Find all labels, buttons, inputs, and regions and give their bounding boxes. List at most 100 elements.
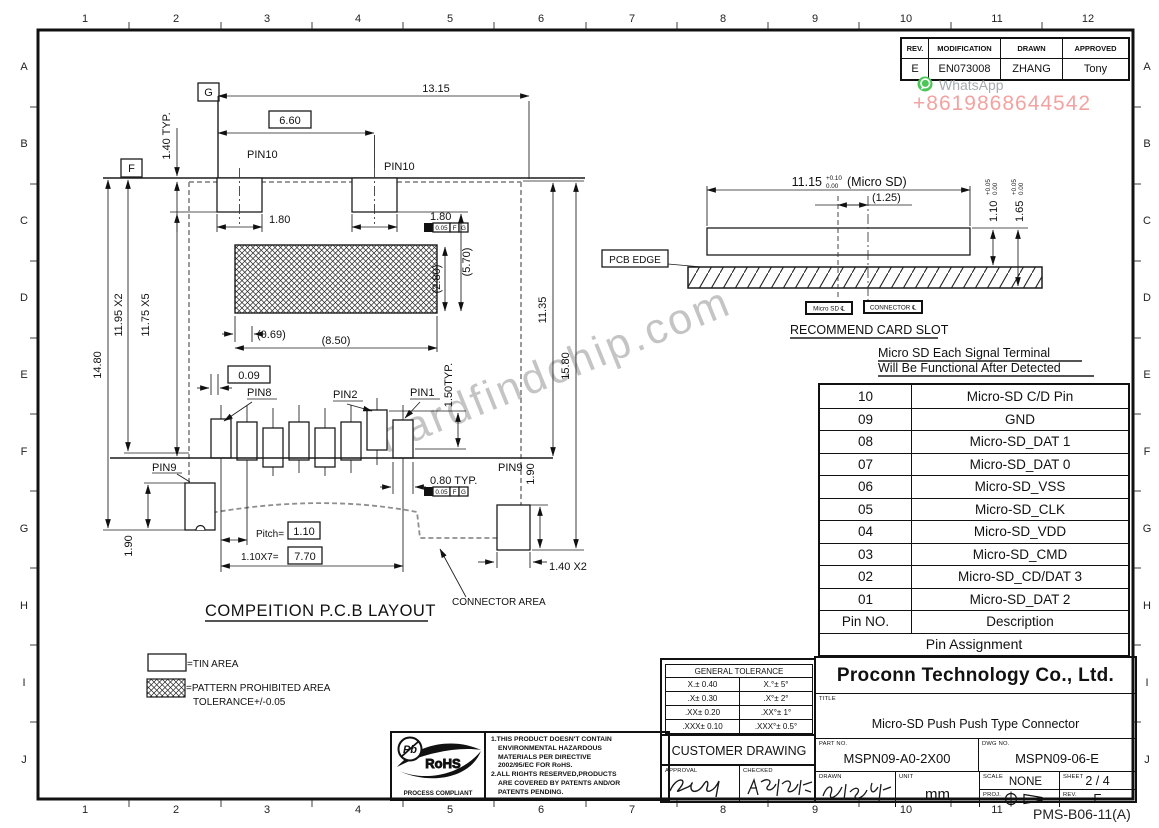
pin2-label: PIN2: [333, 389, 357, 401]
unit-label: UNIT: [899, 774, 914, 780]
col-label: 11: [991, 804, 1003, 816]
dim-1-10-group: 1.10 +0.05 0.00: [985, 179, 1000, 222]
row-label: B: [20, 138, 28, 150]
part-number-row: PART NO. MSPN09-A0-2X00 DWG NO. MSPN09-0…: [816, 739, 1135, 772]
note-line: 1.THIS PRODUCT DOESN'T CONTAIN: [491, 736, 612, 743]
drawn-label: DRAWN: [819, 774, 842, 780]
datum-g-label: G: [204, 87, 213, 99]
pin-desc: Micro-SD_CMD: [911, 543, 1128, 565]
dwg-no-cell: DWG NO. MSPN09-06-E: [978, 739, 1135, 771]
pin-no: 04: [857, 524, 874, 540]
pin9-left-label: PIN9: [152, 462, 176, 474]
table-row: 09 GND: [820, 407, 1128, 430]
legend-pattern-label: =PATTERN PROHIBITED AREA: [186, 683, 331, 694]
signal-note-line2: Will Be Functional After Detected: [878, 361, 1061, 375]
tol-cell: .XX°± 1°: [739, 706, 812, 719]
dim-2-80: (2.80): [431, 265, 443, 294]
sheet-label: SHEET: [1063, 774, 1084, 780]
approval-row: APPROVAL CHECKED: [662, 764, 816, 801]
rev-cell: REV. E: [1060, 790, 1135, 808]
unit-value: mm: [925, 786, 950, 803]
svg-text:1.10: 1.10: [988, 201, 1000, 222]
rev-value: E: [1093, 792, 1102, 806]
svg-text:F: F: [453, 225, 457, 232]
tol-cell: .X°± 2°: [739, 692, 812, 705]
terminal-pads: [210, 398, 414, 476]
rohs-logo: Pb RoHS: [397, 736, 481, 779]
col-label: 11: [991, 13, 1003, 25]
row-label: D: [1143, 292, 1151, 304]
pin10-right-label: PIN10: [384, 161, 415, 173]
drawn-cell: DRAWN: [816, 772, 895, 807]
pin8-label: PIN8: [247, 387, 271, 399]
dwg-no-label: DWG NO.: [982, 741, 1010, 747]
layout-title: COMPEITION P.C.B LAYOUT: [205, 602, 436, 620]
col-label: 8: [719, 804, 727, 816]
svg-text:+0.05: +0.05: [985, 179, 992, 195]
svg-text:0.05: 0.05: [435, 489, 448, 496]
whatsapp-icon: [917, 76, 933, 92]
svg-text:0.00: 0.00: [992, 182, 999, 195]
dim-6-60: 6.60: [279, 115, 300, 127]
col-label: 7: [628, 804, 636, 816]
row-label: G: [1142, 523, 1152, 535]
approval-signature: [669, 779, 720, 798]
col-label: 5: [446, 13, 454, 25]
proj-cell: PROJ.: [980, 790, 1059, 808]
card-slot-drawing: PCB EDGE 11.15 +0.10 0.00 (Micro SD) (1.…: [601, 175, 1094, 377]
sheet-rev-cell: SHEET 2 / 4 REV. E: [1059, 772, 1135, 807]
tol-cell: X.°± 5°: [739, 678, 812, 691]
pin-desc: Micro-SD_DAT 2: [911, 588, 1128, 610]
row-label: J: [21, 754, 27, 766]
col-label: 1: [81, 804, 89, 816]
pin-no-header: Pin NO.: [841, 614, 890, 630]
pin-no: 02: [857, 569, 874, 585]
drawn-value: ZHANG: [1000, 58, 1062, 79]
description-header: Description: [911, 611, 1128, 633]
drawing-title: Micro-SD Push Push Type Connector: [871, 717, 1080, 731]
pin-no: 09: [857, 411, 874, 427]
tol-cell: .XXX± 0.10: [682, 722, 723, 731]
row-label: F: [20, 446, 28, 458]
dim-13-15: 13.15: [422, 83, 450, 95]
note-line: ARE COVERED BY PATENTS AND/OR: [498, 780, 621, 788]
row-label: D: [20, 292, 28, 304]
approved-value: Tony: [1062, 58, 1128, 79]
proj-label: PROJ.: [983, 791, 1002, 798]
pin-no: 03: [857, 546, 874, 562]
dim-11-15-lower-tol: 0.00: [826, 183, 839, 190]
svg-text:0.00: 0.00: [1018, 182, 1025, 195]
svg-text:0.05: 0.05: [435, 225, 448, 232]
dim-1-25: (1.25): [872, 192, 901, 204]
tolerance-title: GENERAL TOLERANCE: [666, 665, 812, 678]
dim-14-80: 14.80: [92, 351, 104, 379]
row-span-value: 7.70: [294, 551, 315, 563]
col-label: 4: [354, 13, 362, 25]
pin-desc: GND: [911, 408, 1128, 430]
row-label: A: [1143, 61, 1151, 73]
dim-1-65-group: 1.65 +0.05 0.00: [1011, 179, 1026, 222]
third-angle-projection-icon: [1003, 791, 1043, 806]
pin-no: 05: [857, 501, 874, 517]
whatsapp-phone-number: +8619868644542: [913, 92, 1092, 115]
pin-desc: Micro-SD_DAT 1: [911, 431, 1128, 453]
col-label: 8: [719, 13, 727, 25]
col-label: 3: [263, 804, 271, 816]
pin-desc: Micro-SD_VSS: [911, 476, 1128, 498]
row-label: E: [1143, 369, 1151, 381]
title-block: Proconn Technology Co., Ltd. TITLE Micro…: [814, 656, 1137, 807]
table-row: 03 Micro-SD_CMD: [820, 542, 1128, 565]
checked-signature: [747, 778, 813, 797]
pin10-left-label: PIN10: [247, 149, 278, 161]
part-no-value: MSPN09-A0-2X00: [843, 751, 951, 766]
dim-1-40-x2: 1.40 X2: [549, 561, 587, 573]
